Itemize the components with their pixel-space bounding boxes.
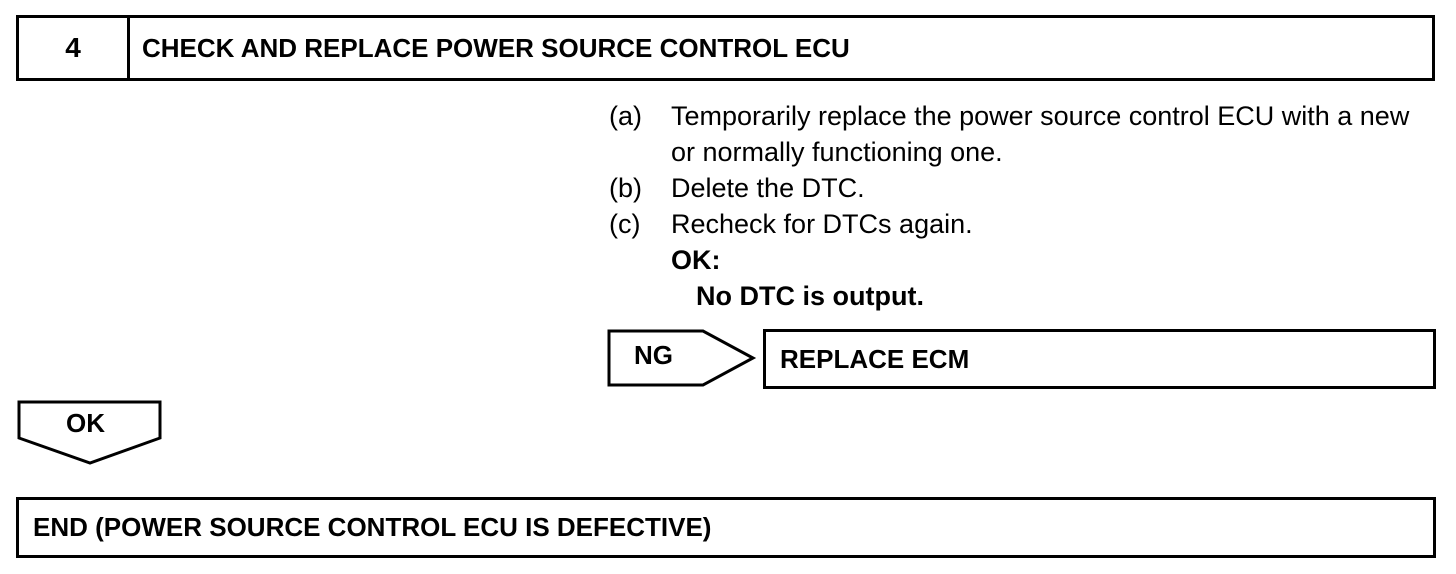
ng-arrow-icon xyxy=(607,329,757,387)
procedure-item-c: (c) Recheck for DTCs again. xyxy=(609,206,1439,242)
end-box: END (POWER SOURCE CONTROL ECU IS DEFECTI… xyxy=(16,497,1436,558)
ok-arrow-icon xyxy=(17,400,162,465)
step-header: 4 CHECK AND REPLACE POWER SOURCE CONTROL… xyxy=(16,15,1435,81)
step-title: CHECK AND REPLACE POWER SOURCE CONTROL E… xyxy=(142,32,850,63)
ok-label: OK xyxy=(66,408,105,438)
ok-condition-label: OK: xyxy=(671,245,721,275)
procedure-text: Temporarily replace the power source con… xyxy=(671,101,1410,167)
procedure-text: Recheck for DTCs again. xyxy=(671,209,973,239)
procedure-letter: (b) xyxy=(609,173,642,203)
procedure-item-a: (a) Temporarily replace the power source… xyxy=(609,98,1439,170)
step-number: 4 xyxy=(19,18,130,78)
procedure-item-b: (b) Delete the DTC. xyxy=(609,170,1439,206)
procedure-letter: (a) xyxy=(609,101,642,131)
ng-label: NG xyxy=(634,340,673,370)
procedure-letter: (c) xyxy=(609,209,641,239)
procedure-text: Delete the DTC. xyxy=(671,173,865,203)
procedure-list: (a) Temporarily replace the power source… xyxy=(609,98,1439,314)
ng-action-box: REPLACE ECM xyxy=(763,329,1436,389)
ok-condition-value: No DTC is output. xyxy=(696,281,924,311)
